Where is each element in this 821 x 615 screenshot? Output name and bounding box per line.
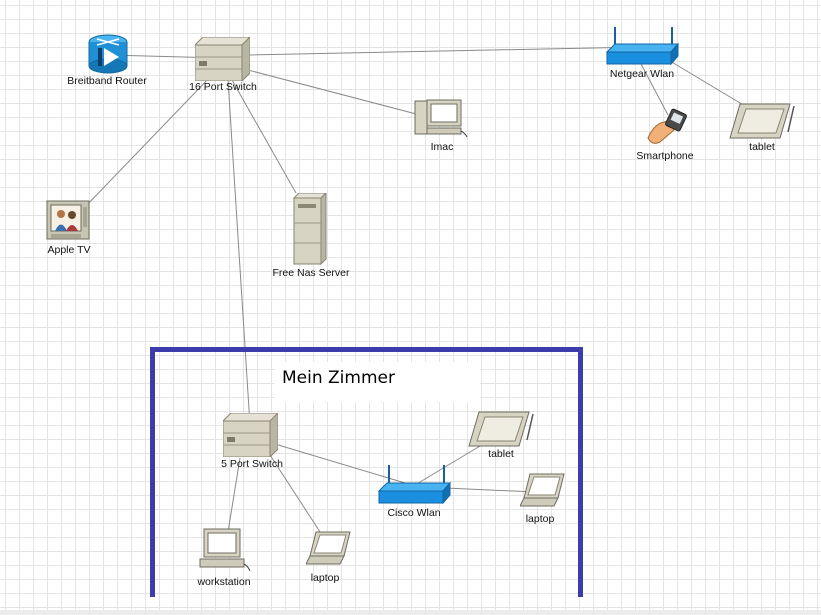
switch-icon[interactable] xyxy=(195,37,250,81)
node-label-apple-tv: Apple TV xyxy=(47,244,91,256)
node-label-free-nas: Free Nas Server xyxy=(272,267,350,279)
link-switch16-imac xyxy=(247,69,421,116)
node-label-netgear-wlan: Netgear Wlan xyxy=(609,68,675,80)
room-border-right xyxy=(578,347,583,597)
tablet-icon[interactable] xyxy=(728,102,800,142)
bottom-scrollbar-strip xyxy=(0,610,821,615)
router-icon[interactable] xyxy=(87,33,129,75)
link-switch16-nas xyxy=(231,79,297,194)
node-label-tablet-1: tablet xyxy=(749,141,775,153)
room-title: Mein Zimmer xyxy=(282,368,395,388)
node-label-switch-16: 16 Port Switch xyxy=(189,81,257,93)
link-switch16-switch5 xyxy=(227,79,251,426)
node-label-imac: Imac xyxy=(430,141,454,153)
room-border-top xyxy=(150,347,583,352)
node-label-workstation: workstation xyxy=(197,576,251,588)
pc-icon[interactable] xyxy=(198,527,253,573)
node-label-switch-5: 5 Port Switch xyxy=(221,458,283,470)
switch-icon[interactable] xyxy=(223,413,278,457)
node-label-tablet-2: tablet xyxy=(488,448,514,460)
link-switch16-appletv xyxy=(84,74,213,208)
node-label-cisco-wlan: Cisco Wlan xyxy=(387,507,441,519)
tablet-icon[interactable] xyxy=(467,410,539,450)
laptop-icon[interactable] xyxy=(520,472,566,512)
node-label-laptop-1: laptop xyxy=(525,513,555,525)
link-switch16-netgear xyxy=(247,46,641,56)
pc-icon[interactable] xyxy=(413,98,468,140)
node-label-laptop-2: laptop xyxy=(310,572,340,584)
wireless-router-icon[interactable] xyxy=(377,463,452,507)
laptop-icon[interactable] xyxy=(306,530,352,570)
node-label-smartphone: Smartphone xyxy=(636,150,694,162)
smartphone-icon[interactable] xyxy=(644,108,692,148)
room-border-left xyxy=(150,347,155,597)
node-label-breitband-router: Breitband Router xyxy=(67,75,147,87)
tv-icon[interactable] xyxy=(45,198,93,244)
wireless-router-icon[interactable] xyxy=(605,24,680,68)
server-icon[interactable] xyxy=(292,193,328,265)
room-title-box: Mein Zimmer xyxy=(275,362,480,402)
